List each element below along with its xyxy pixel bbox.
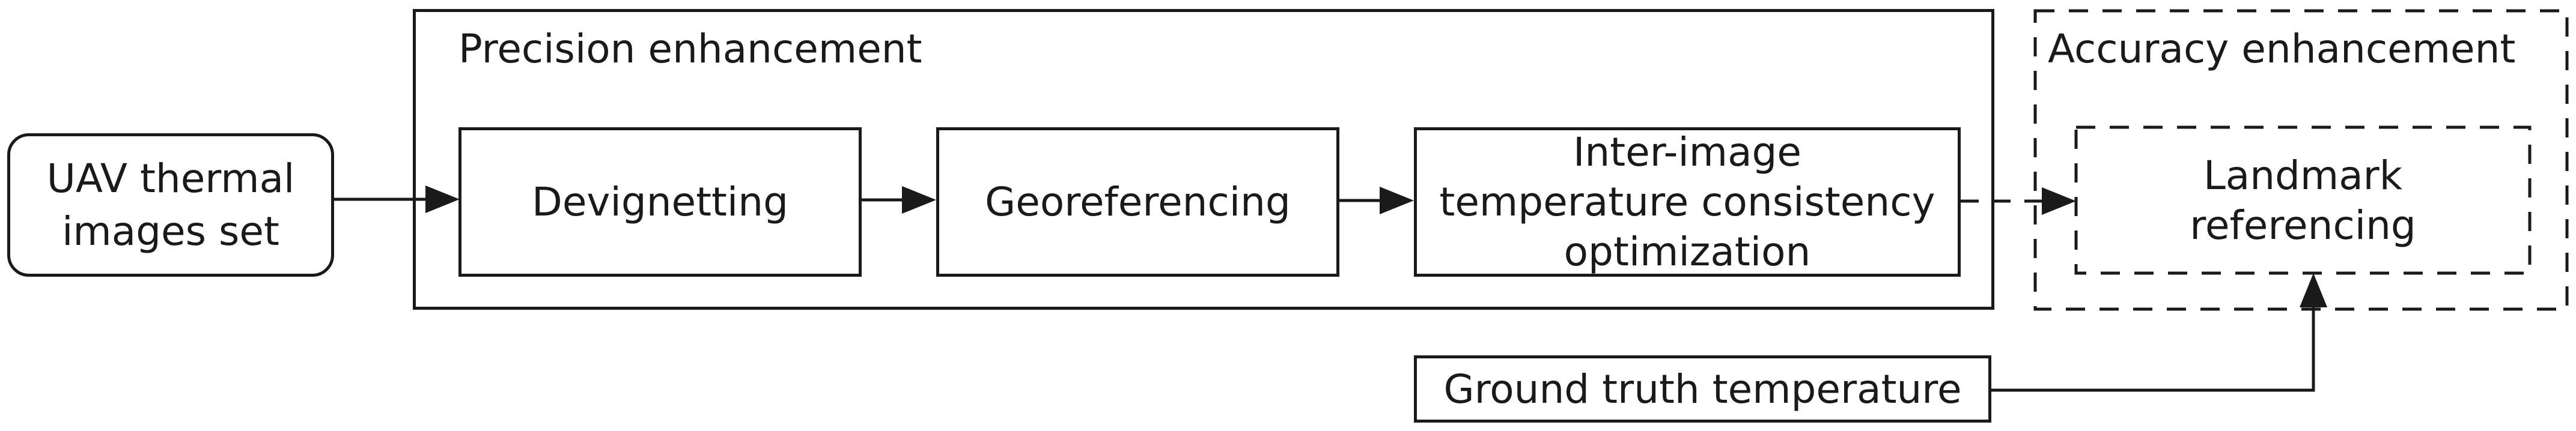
- node-georeferencing: Georeferencing: [936, 127, 1339, 277]
- node-label-line: referencing: [2190, 202, 2416, 249]
- node-label-line: images set: [62, 208, 279, 255]
- node-ground-truth-temperature: Ground truth temperature: [1414, 355, 1991, 423]
- node-label-line: temperature consistency: [1439, 179, 1935, 225]
- node-label-line: Inter-image: [1573, 129, 1802, 175]
- node-landmark-referencing: Landmark referencing: [2076, 127, 2530, 273]
- node-inter-image-temperature-consistency-optimization: Inter-image temperature consistency opti…: [1414, 127, 1961, 277]
- node-label: Ground truth temperature: [1443, 366, 1962, 412]
- node-label-line: Landmark: [2203, 152, 2403, 199]
- arrow-head-icon: [2042, 187, 2076, 215]
- group-title-accuracy-enhancement: Accuracy enhancement: [2048, 26, 2516, 72]
- group-title-precision-enhancement: Precision enhancement: [458, 26, 922, 72]
- node-label: Devignetting: [532, 179, 788, 225]
- arrow-ground-truth-to-landmark: [1991, 273, 2327, 392]
- node-label-line: UAV thermal: [46, 155, 295, 202]
- node-label-line: optimization: [1564, 229, 1811, 275]
- node-uav-thermal-images-set: UAV thermal images set: [7, 133, 334, 277]
- node-devignetting: Devignetting: [458, 127, 862, 277]
- node-label: Georeferencing: [985, 179, 1291, 225]
- group-precision-enhancement: [413, 9, 1994, 310]
- arrow-head-icon: [2300, 273, 2327, 307]
